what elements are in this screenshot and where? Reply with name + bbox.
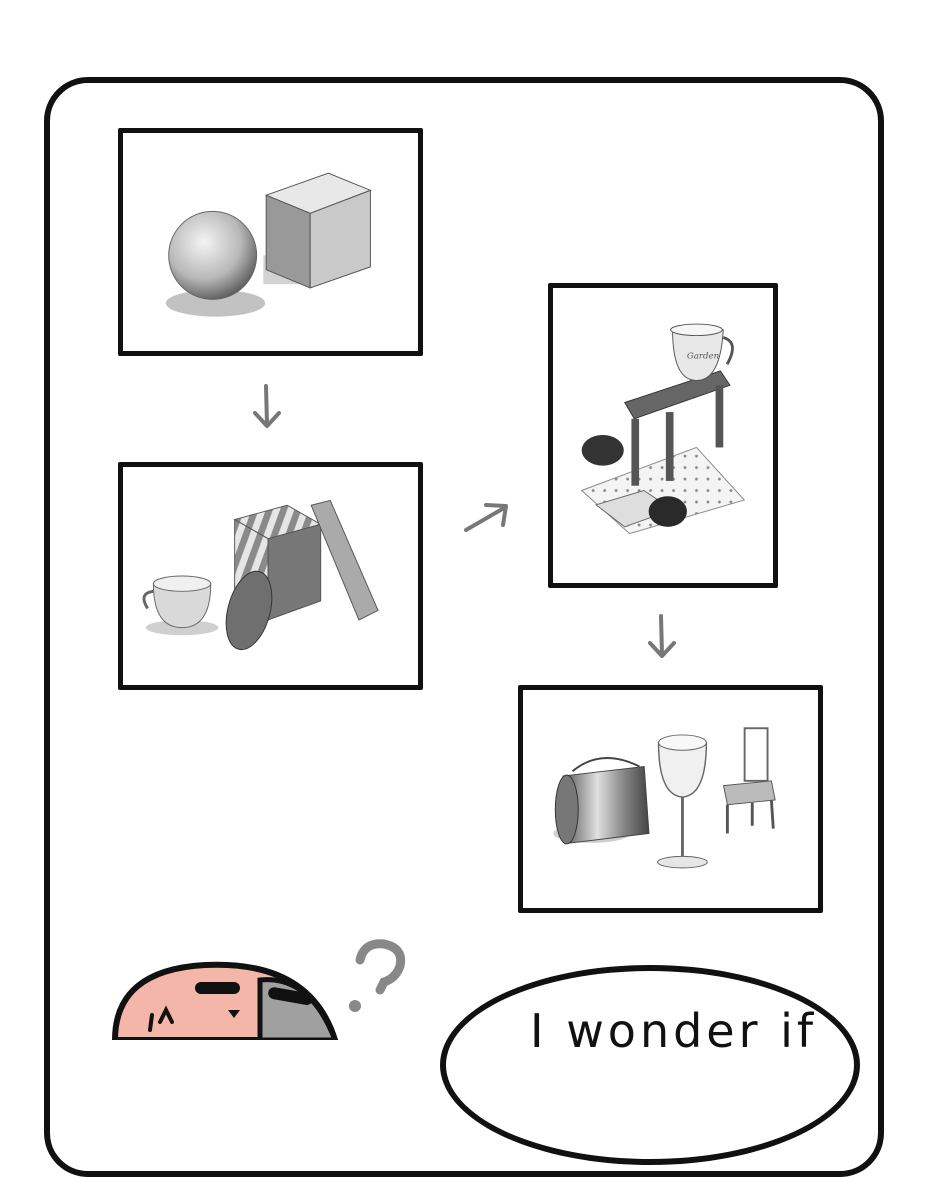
- pitcher-stool-sketch: Garden: [580, 323, 746, 535]
- drawing-frame-cup-box-gourd: [118, 462, 423, 690]
- drawing-frame-bucket-glass-chair: [518, 685, 823, 913]
- character-peeking: [110, 940, 430, 1040]
- bucket-glass-chair-sketch: [553, 727, 776, 869]
- cup-box-gourd-sketch: [142, 499, 379, 651]
- sphere-cube-sketch: [165, 172, 372, 317]
- pitcher-label: Garden: [687, 352, 719, 362]
- arrow-down-1-icon: [238, 378, 298, 438]
- drawing-frame-pitcher-stool: Garden: [548, 283, 778, 588]
- arrow-up-right-icon: [458, 492, 518, 552]
- question-mark-icon: [338, 938, 418, 1018]
- speech-text: I wonder if: [530, 1004, 818, 1058]
- drawing-frame-sphere-cube: [118, 128, 423, 356]
- speech-bubble: [440, 965, 860, 1165]
- arrow-down-2-icon: [632, 608, 692, 668]
